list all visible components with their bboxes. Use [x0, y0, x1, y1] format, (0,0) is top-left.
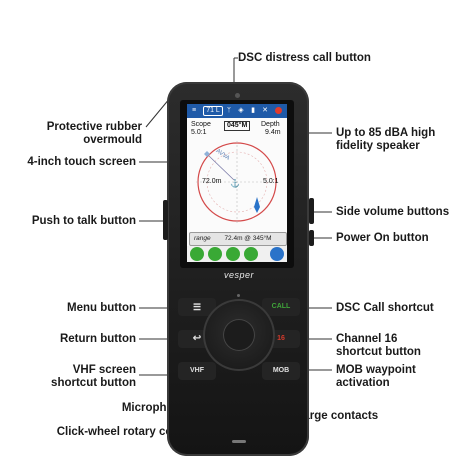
- label-dsc-distress: DSC distress call button: [238, 52, 371, 64]
- satellite-icon: ✕: [262, 107, 268, 114]
- mob-button[interactable]: MOB: [262, 362, 300, 380]
- label-rubber-overmould: Protective rubber overmould: [30, 121, 142, 147]
- battery-icon: ▮: [251, 107, 255, 114]
- label-mob-line1: MOB waypoint: [336, 364, 416, 376]
- heading-value: 045°M: [224, 121, 251, 131]
- inner-ring: [206, 151, 268, 213]
- speaker-port: [235, 93, 240, 98]
- label-ch16-line2: shortcut button: [336, 346, 421, 358]
- label-menu-button: Menu button: [67, 302, 136, 314]
- label-touch-screen: 4-inch touch screen: [27, 156, 136, 168]
- left-range-value: 72.0m: [202, 178, 222, 185]
- label-speaker-line2: fidelity speaker: [336, 140, 420, 152]
- power-button[interactable]: [309, 230, 314, 246]
- microphone-port: [237, 294, 240, 297]
- label-rubber-line2: overmould: [83, 134, 142, 146]
- own-vessel-icon: [254, 197, 260, 213]
- label-mob-waypoint: MOB waypoint activation: [336, 364, 416, 390]
- label-rubber-line1: Protective rubber: [46, 121, 142, 133]
- depth-value: 9.4m: [265, 129, 281, 136]
- depth-label: Depth: [261, 121, 280, 128]
- scope-value: 5.0:1: [191, 129, 207, 136]
- menu-button[interactable]: ☰: [178, 298, 216, 316]
- dsc-call-button[interactable]: CALL: [262, 298, 300, 316]
- scope-label: Scope: [191, 121, 211, 128]
- click-wheel-center[interactable]: [223, 319, 255, 351]
- label-microphone: Microphone: [121, 402, 187, 414]
- label-dsc-shortcut: DSC Call shortcut: [336, 302, 434, 314]
- line-rubber: [145, 97, 171, 128]
- status-bar: ≡ 71 L ᛘ ◈ ▮ ✕: [187, 104, 287, 118]
- menu-icon[interactable]: ≡: [191, 107, 197, 114]
- gps-icon: ◈: [238, 107, 244, 114]
- label-vhf-shortcut: VHF screen shortcut button: [10, 364, 136, 390]
- distress-button[interactable]: [273, 106, 283, 116]
- label-ch16-line1: Channel 16: [336, 333, 398, 345]
- settings-button[interactable]: [270, 247, 284, 261]
- label-speaker: Up to 85 dBA high fidelity speaker: [336, 127, 435, 153]
- label-return-button: Return button: [59, 333, 136, 345]
- charge-contacts: [232, 440, 246, 443]
- radar-button[interactable]: [244, 247, 258, 261]
- range-value: 72.4m @ 345°M: [224, 235, 272, 242]
- label-push-to-talk: Push to talk button: [31, 215, 136, 227]
- anchor-mode-button[interactable]: [190, 247, 204, 261]
- target-vessel-icon: [204, 151, 210, 157]
- label-charge-contacts: Charge contacts: [288, 410, 379, 422]
- channel-indicator[interactable]: 71 L: [203, 106, 223, 116]
- push-to-talk-button[interactable]: [163, 200, 168, 240]
- label-mob-line2: activation: [336, 377, 390, 389]
- crosshair-button[interactable]: [208, 247, 222, 261]
- right-ratio-value: 5.0:1: [263, 178, 279, 185]
- label-ch16-shortcut: Channel 16 shortcut button: [336, 333, 421, 359]
- label-vhf-line2: shortcut button: [51, 377, 136, 389]
- range-bar: range 72.4m @ 345°M: [189, 232, 287, 246]
- label-power-on: Power On button: [336, 232, 429, 244]
- anchor-icon: ⚓: [230, 178, 240, 188]
- vhf-button[interactable]: VHF: [178, 362, 216, 380]
- volume-buttons[interactable]: [309, 198, 314, 224]
- target-button[interactable]: [226, 247, 240, 261]
- range-label: range: [194, 235, 211, 242]
- brand-logo: vesper: [223, 270, 254, 280]
- label-vhf-line1: VHF screen: [72, 364, 136, 376]
- label-speaker-line1: Up to 85 dBA high: [336, 127, 436, 139]
- anchor-watch-plot: ⚓: [196, 141, 278, 223]
- label-side-volume: Side volume buttons: [336, 206, 450, 218]
- touch-screen[interactable]: ≡ 71 L ᛘ ◈ ▮ ✕ Scope 5.0:1 045°M Depth 9…: [187, 104, 287, 262]
- antenna-icon: ᛘ: [226, 107, 232, 114]
